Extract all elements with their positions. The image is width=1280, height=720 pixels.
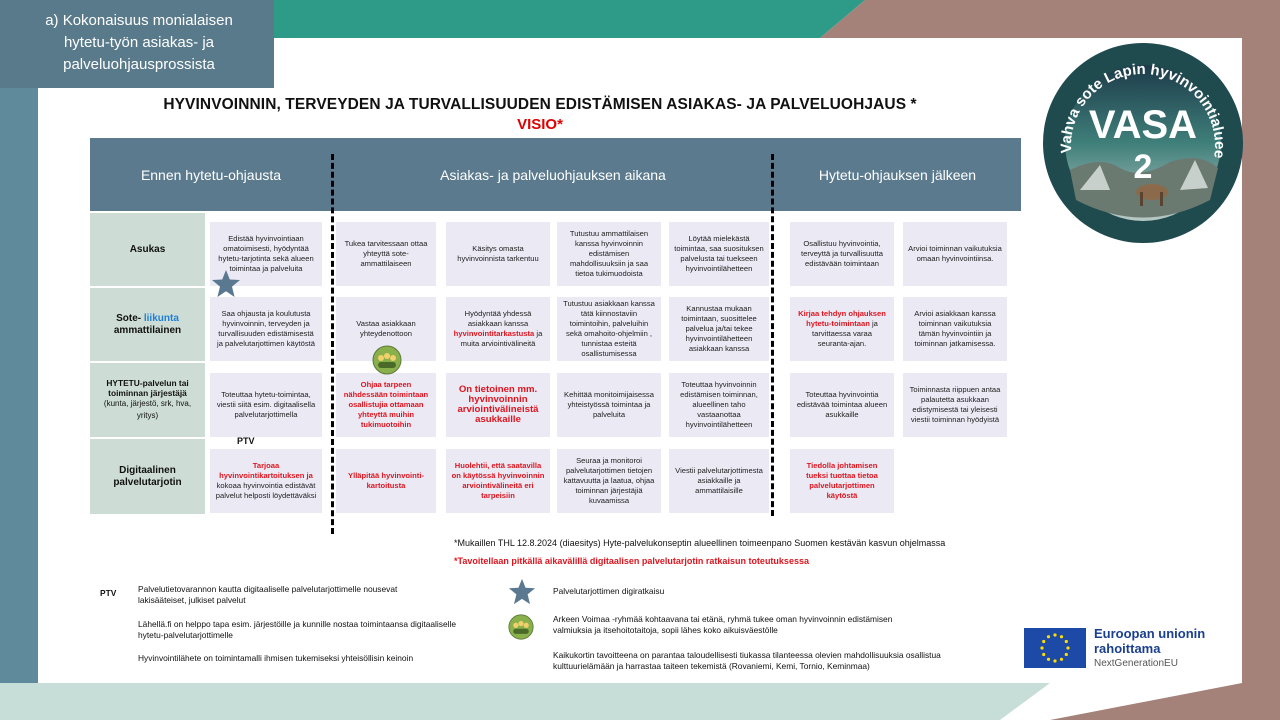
corner-title-line: a) Kokonaisuus monialaisen [45, 12, 233, 29]
hyvinvointikartoitus-link[interactable]: Tarjoaa hyvinvointikartoituksen ja [219, 461, 313, 480]
star-icon [212, 270, 240, 297]
cell-asukas-after-1: Osallistuu hyvinvointia, terveyttä ja tu… [790, 222, 894, 286]
cell-asukas-during-2: Käsitys omasta hyvinvoinnista tarkentuu [446, 222, 550, 286]
cell-hytetu-after-2: Toiminnasta riippuen antaa palautetta as… [903, 373, 1007, 437]
cell-sote-during-3: Tutustuu asiakkaan kanssa tätä kiinnosta… [557, 297, 661, 361]
cell-sote-during-2: Hyödyntää yhdessä asiakkaan kanssa hyvin… [446, 297, 550, 361]
liikunta-link[interactable]: liikunta [143, 312, 179, 324]
cell-text-part: Hyödyntää yhdessä asiakkaan kanssa [464, 309, 532, 328]
corner-title-line: hytetu-työn asiakas- ja [63, 34, 215, 51]
source-note: *Mukaillen THL 12.8.2024 (diaesitys) Hyt… [454, 538, 946, 548]
row-label-sote: Sote- liikunta ammattilainen [90, 288, 205, 361]
main-title: HYVINVOINNIN, TERVEYDEN JA TURVALLISUUDE… [163, 96, 917, 113]
cell-digi-during-2: Huolehtii, että saatavilla on käytössä h… [446, 449, 550, 513]
legend-lahella-text: Lähellä.fi on helppo tapa esim. järjestö… [138, 619, 456, 640]
legend-ptv-text: Palvelutietovarannon kautta digitaalisel… [138, 584, 398, 605]
cell-asukas-after-2: Arvioi toiminnan vaikutuksia omaan hyvin… [903, 222, 1007, 286]
divider-during-after [771, 154, 774, 516]
cell-sote-during-4: Kannustaa mukaan toimintaan, suosittelee… [669, 297, 769, 361]
row-label-text: Digitaalinen palvelutarjotin [113, 464, 182, 488]
legend-ptv-key: PTV [100, 588, 117, 598]
cell-sote-after-1: Kirjaa tehdyn ohjauksen hytetu-toimintaa… [790, 297, 894, 361]
cell-text: Hyödyntää yhdessä asiakkaan kanssa hyvin… [451, 309, 545, 349]
cell-digi-during-1: Ylläpitää hyvinvointi-kartoitusta [336, 449, 436, 513]
header-after: Hytetu-ohjauksen jälkeen [774, 138, 1021, 211]
legend-arkeen-voimaa-icon [508, 614, 534, 640]
header-during: Asiakas- ja palveluohjauksen aikana [332, 138, 774, 211]
cell-asukas-during-3: Tutustuu ammattilaisen kanssa hyvinvoinn… [557, 222, 661, 286]
cell-hytetu-before: Toteuttaa hytetu-toimintaa, viestii siit… [210, 373, 322, 437]
cell-hytetu-during-3: Kehittää monitoimijaisessa yhteistyössä … [557, 373, 661, 437]
row-label-sote-prefix: Sote- [116, 312, 142, 324]
arkeen-voimaa-icon [372, 345, 402, 375]
vasa-number: 2 [1134, 148, 1153, 186]
vasa-name: VASA [1089, 103, 1197, 147]
cell-hytetu-during-4: Toteuttaa hyvinvoinnin edistämisen toimi… [669, 373, 769, 437]
legend-lahete-text: Hyvinvointilähete on toimintamalli ihmis… [138, 653, 414, 663]
eu-funding-text: Euroopan unionin rahoittama [1094, 626, 1205, 656]
legend-arkeen-text: Arkeen Voimaa -ryhmää kohtaavana tai etä… [553, 614, 893, 635]
header-before: Ennen hytetu-ohjausta [90, 138, 332, 211]
row-label-text: Asukas [129, 243, 166, 255]
cell-asukas-during-1: Tukea tarvitessaan ottaa yhteyttä sote-a… [336, 222, 436, 286]
cell-asukas-during-4: Löytää mielekästä toimintaa, saa suositu… [669, 222, 769, 286]
cell-text-part: ja tarvittaessa varaa seuranta-ajan. [812, 319, 878, 348]
legend-star-text: Palvelutarjottimen digiratkaisu [553, 586, 665, 596]
eu-line: Euroopan unionin [1094, 626, 1206, 641]
visio-title: VISIO* [517, 116, 563, 133]
cell-text: Kirjaa tehdyn ohjauksen hytetu-toimintaa… [795, 309, 889, 349]
hyvinvointitarkastus-link[interactable]: hyvinvointitarkastusta [453, 329, 535, 338]
goal-note: *Tavoitellaan pitkällä aikavälillä digit… [454, 556, 809, 566]
cell-text: Tarjoaa hyvinvointikartoituksen ja kokoa… [215, 461, 317, 501]
cell-asukas-before: Edistää hyvinvointiaan omatoimisesti, hy… [210, 222, 322, 286]
eu-line: rahoittama [1094, 641, 1161, 656]
row-label-digi: Digitaalinen palvelutarjotin [90, 439, 205, 514]
row-label-text: Sote- liikunta [116, 313, 179, 325]
legend-star-icon [508, 578, 536, 605]
eu-flag-icon [1024, 628, 1086, 668]
row-label-text: ammattilainen [113, 324, 182, 336]
cell-hytetu-after-1: Toteuttaa hyvinvointia edistävää toimint… [790, 373, 894, 437]
corner-title-line: palveluohjausprossista [63, 56, 215, 73]
cell-sote-after-2: Arvioi asiakkaan kanssa toiminnan vaikut… [903, 297, 1007, 361]
row-label-hytetu: HYTETU-palvelun tai toiminnan järjestäjä… [90, 363, 205, 437]
divider-before-during [331, 154, 334, 534]
cell-digi-after-1: Tiedolla johtamisen tueksi tuottaa tieto… [790, 449, 894, 513]
cell-digi-during-4: Viestii palvelutarjottimesta asiakkaille… [669, 449, 769, 513]
cell-hytetu-during-2: On tietoinen mm. hyvinvoinnin arviointiv… [446, 373, 550, 437]
cell-sote-before: Saa ohjausta ja koulutusta hyvinvoinnin,… [210, 297, 322, 361]
cell-digi-during-3: Seuraa ja monitoroi palvelutarjottimen t… [557, 449, 661, 513]
vasa-logo: Vahva sote Lapin hyvinvointialueelle VAS… [1040, 40, 1243, 243]
legend-kaikukortti-text: Kaikukortin tavoitteena on parantaa talo… [553, 650, 941, 671]
cell-text-part: ja muita arviointivälineitä [460, 329, 543, 348]
row-label-text: HYTETU-palvelun tai toiminnan järjestäjä [106, 378, 189, 398]
row-label-small: (kunta, järjestö, srk, hva, yritys) [103, 399, 192, 420]
corner-title: a) Kokonaisuus monialaisen hytetu-työn a… [0, 0, 274, 88]
eu-nextgen-text: NextGenerationEU [1094, 658, 1178, 669]
cell-digi-before: Tarjoaa hyvinvointikartoituksen ja kokoa… [210, 449, 322, 513]
cell-text-red: Kirjaa tehdyn ohjauksen hytetu-toimintaa… [798, 309, 886, 328]
ptv-marker: PTV [237, 436, 255, 446]
cell-text-part: kokoaa hyvinvointia edistävät palvelut h… [215, 481, 317, 500]
cell-hytetu-during-1: Ohjaa tarpeen nähdessään toimintaan osal… [336, 373, 436, 437]
row-label-asukas: Asukas [90, 213, 205, 286]
